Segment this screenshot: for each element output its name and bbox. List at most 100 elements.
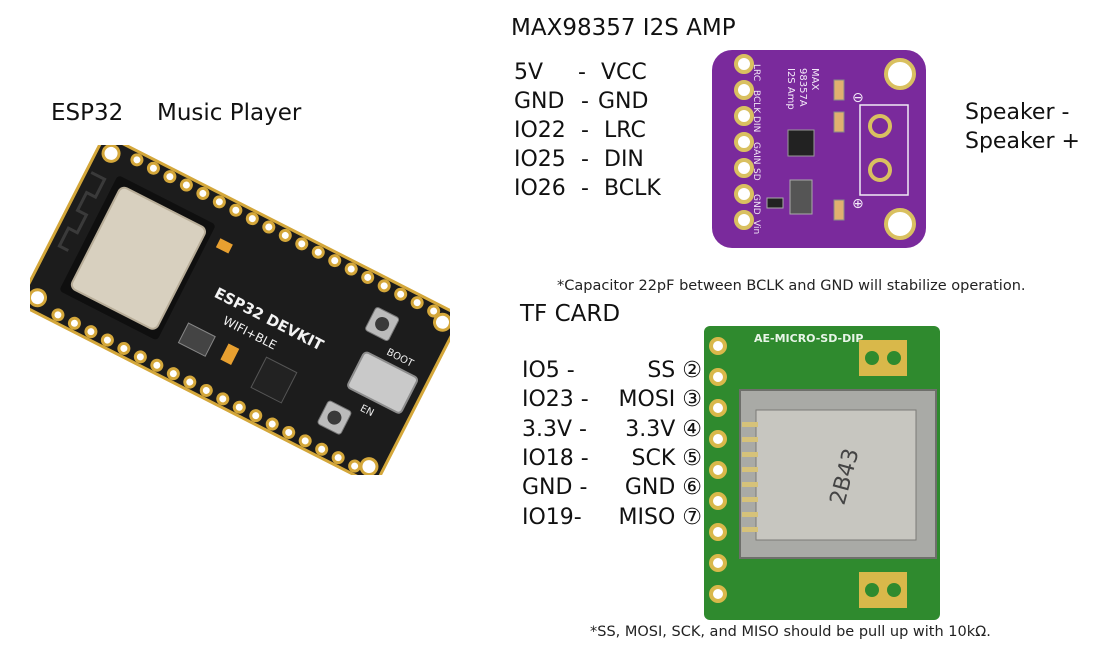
- tf-pin-right: SS ②: [647, 358, 702, 383]
- socket-contact: [742, 452, 758, 457]
- speaker-plus-pad: [868, 158, 892, 182]
- header-pin: [232, 400, 246, 414]
- socket-contact: [742, 467, 758, 472]
- tf-card-board: AE-MICRO-SD-DIP 2B43: [704, 326, 940, 620]
- amp-pin-left: IO22: [514, 118, 566, 143]
- plus-symbol-icon: ⊕: [852, 196, 864, 212]
- capacitor: [833, 79, 845, 101]
- inductor: [789, 179, 813, 215]
- header-pin: [394, 287, 408, 301]
- speaker-plus-label: Speaker +: [965, 129, 1080, 154]
- tf-pin-left: IO5 -: [522, 358, 575, 383]
- amp-title: MAX98357 I2S AMP: [511, 15, 736, 41]
- tf-pin-left: IO18 -: [522, 446, 589, 471]
- speaker-minus-pad: [868, 114, 892, 138]
- amp-pin-silk-label: LRC: [751, 64, 761, 81]
- speaker-minus-label: Speaker -: [965, 100, 1070, 125]
- tf-pin-right: 3.3V ④: [625, 417, 702, 442]
- speaker-terminal-outline: [859, 104, 909, 196]
- capacitor: [833, 199, 845, 221]
- esp32-devkit-board: ESP32 DEVKIT WIFI+BLE BOOT EN: [30, 145, 450, 475]
- amp-pin: [734, 106, 754, 126]
- amp-pin-right: LRC: [604, 118, 646, 143]
- header-pin: [183, 375, 197, 389]
- socket-contact: [742, 497, 758, 502]
- mount-hole: [433, 312, 450, 332]
- tf-pin-left: GND -: [522, 475, 588, 500]
- header-pins-bottom: [51, 308, 362, 473]
- amp-pin-silk-label: BCLK: [751, 90, 761, 114]
- amp-pin-silk-label: Vin: [751, 220, 761, 234]
- amp-pin-silk-label: DIN: [751, 116, 761, 132]
- header-pin: [331, 451, 345, 465]
- amp-pin-header: [734, 54, 754, 230]
- socket-contact: [742, 422, 758, 427]
- tf-pin-right: MOSI ③: [618, 387, 702, 412]
- header-pin: [245, 212, 259, 226]
- usb-uart-chip: [250, 356, 298, 404]
- esp32-title: ESP32: [51, 100, 124, 126]
- header-pin: [410, 296, 424, 310]
- amp-pin-right: GND: [598, 89, 649, 114]
- header-pin: [315, 442, 329, 456]
- header-pin: [179, 178, 193, 192]
- pad-hole: [865, 351, 879, 365]
- tf-title: TF CARD: [520, 301, 621, 327]
- amp-pin: [734, 80, 754, 100]
- tf-board-label: AE-MICRO-SD-DIP: [754, 332, 863, 345]
- amp-pin-dash: -: [581, 118, 589, 143]
- microsd-card: [755, 409, 917, 541]
- socket-contacts: [742, 422, 758, 532]
- amp-pin-silk-label: SD: [751, 168, 761, 181]
- header-pin: [344, 262, 358, 276]
- header-pins-top: [130, 153, 441, 318]
- pad-hole: [865, 583, 879, 597]
- amp-note: *Capacitor 22pF between BCLK and GND wil…: [557, 278, 1026, 294]
- amp-pin-dash: -: [578, 60, 586, 85]
- mount-hole: [101, 145, 121, 163]
- amp-pin: [734, 54, 754, 74]
- tf-pin: [709, 399, 727, 417]
- header-pin: [216, 392, 230, 406]
- tf-pin: [709, 523, 727, 541]
- header-pin: [117, 341, 131, 355]
- resistor: [766, 197, 784, 209]
- amp-pin: [734, 184, 754, 204]
- header-pin: [348, 459, 362, 473]
- header-pin: [67, 316, 81, 330]
- amp-pin-right: VCC: [601, 60, 647, 85]
- mount-hole: [884, 58, 916, 90]
- en-button-cap: [327, 410, 342, 425]
- header-pin: [298, 434, 312, 448]
- tf-pin-right: GND ⑥: [624, 475, 702, 500]
- amp-chip-label: 98357A: [797, 68, 808, 107]
- amp-pin-left: IO26: [514, 176, 566, 201]
- header-pin: [163, 170, 177, 184]
- tf-pin: [709, 368, 727, 386]
- tf-pin-header: [709, 337, 727, 603]
- capacitor: [833, 111, 845, 133]
- amp-pcb: [712, 50, 926, 248]
- header-pin: [265, 417, 279, 431]
- socket-contact: [742, 437, 758, 442]
- tf-pin-right: MISO ⑦: [618, 505, 702, 530]
- capacitor: [215, 238, 233, 254]
- header-pin: [84, 325, 98, 339]
- socket-contact: [742, 527, 758, 532]
- header-pin: [166, 367, 180, 381]
- header-pin: [199, 383, 213, 397]
- header-pin: [249, 409, 263, 423]
- header-pin: [278, 228, 292, 242]
- header-pin: [427, 304, 441, 318]
- amp-pin-left: IO25: [514, 147, 566, 172]
- header-pin: [51, 308, 65, 322]
- tf-pin-table: IO5 - SS ② IO23 - MOSI ③ 3.3V - 3.3V ④ I…: [522, 358, 702, 538]
- header-pin: [328, 254, 342, 268]
- pad-hole: [887, 583, 901, 597]
- amp-pin: [734, 158, 754, 178]
- amp-pin-left: GND: [514, 89, 565, 114]
- header-pin: [100, 333, 114, 347]
- amp-pin-dash: -: [581, 89, 589, 114]
- header-pin: [146, 161, 160, 175]
